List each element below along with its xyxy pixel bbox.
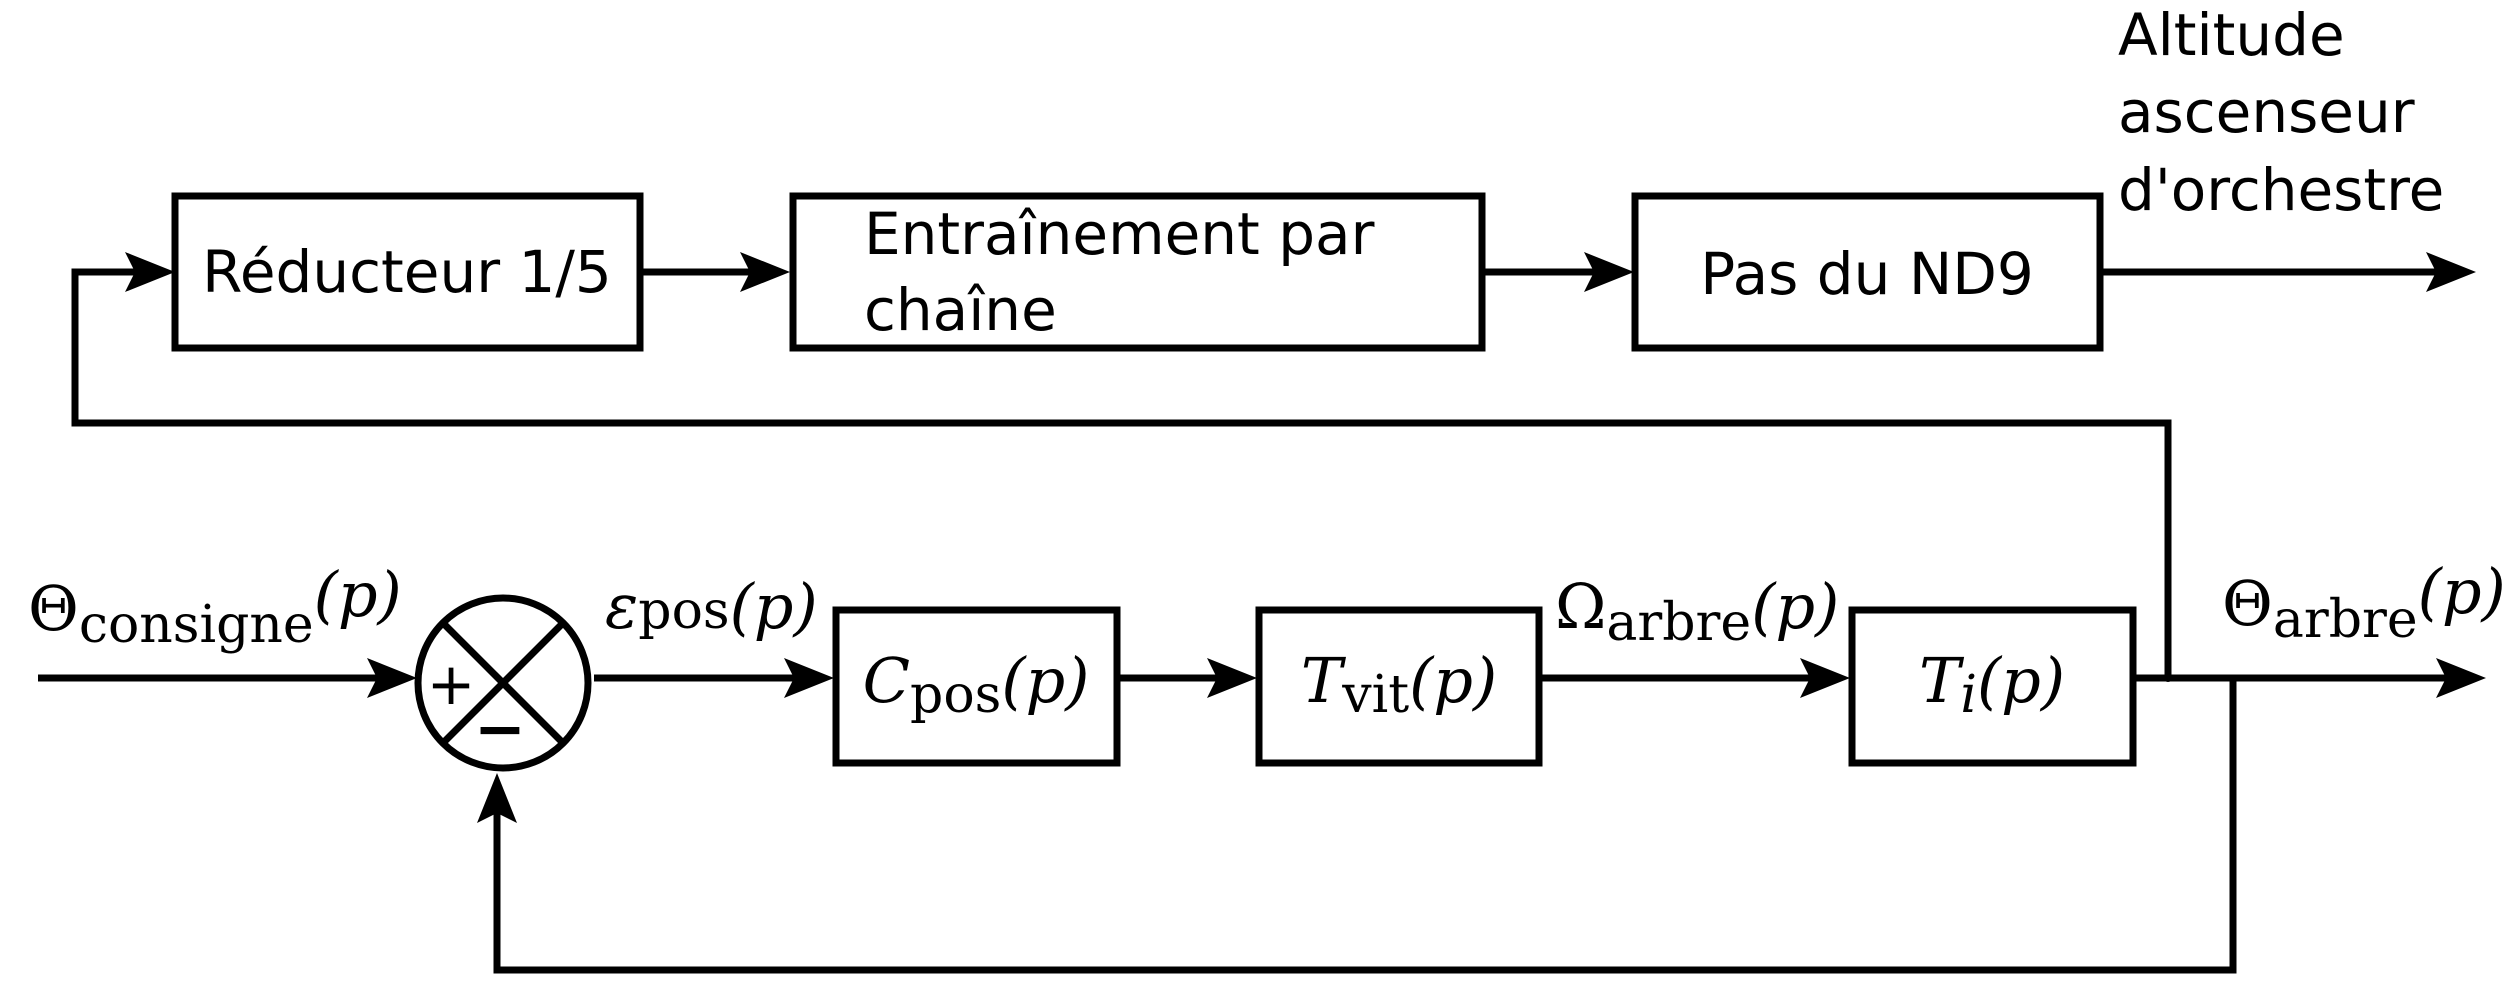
theta-consigne-label: Θconsigne(p) (28, 558, 402, 655)
summer-minus-sign: − (474, 692, 526, 765)
pas-nd9-block (1631, 192, 2104, 352)
arrowhead (2426, 252, 2476, 292)
arrowhead (367, 658, 417, 698)
summing-junction: + − (414, 594, 592, 772)
c-pos-label: Cpos(p) (863, 644, 1090, 725)
altitude-label-line1: Altitude (2118, 1, 2345, 69)
summer-plus-sign: + (427, 650, 476, 718)
t-vit-block (1255, 606, 1543, 767)
arrowhead (477, 773, 517, 823)
shaft-junction-dot (2164, 674, 2172, 682)
t-i-block (1848, 606, 2137, 767)
altitude-label-line3: d'orchestre (2118, 156, 2444, 224)
arrowhead (1207, 658, 1257, 698)
wire-shaft-to-reducteur (71, 268, 2172, 678)
reducteur-label: Réducteur 1/5 (202, 238, 612, 306)
epsilon-pos-label: εpos(p) (605, 570, 818, 643)
arrowhead (2436, 658, 2486, 698)
arrowhead (125, 252, 175, 292)
arrowhead (1800, 658, 1850, 698)
t-i-label: Ti(p) (1919, 644, 2065, 725)
reducteur-block (171, 192, 644, 352)
pas-nd9-label: Pas du ND9 (1700, 240, 2034, 308)
entrainement-block (789, 192, 1486, 352)
theta-arbre-label: Θarbre(p) (2222, 555, 2506, 650)
entrainement-label-line2: chaîne (864, 276, 1057, 344)
arrowhead (784, 658, 834, 698)
omega-arbre-label: Ωarbre(p) (1555, 570, 1839, 653)
c-pos-block (832, 606, 1121, 767)
altitude-label-line2: ascenseur (2118, 78, 2415, 146)
t-vit-label: Tvit(p) (1301, 644, 1497, 725)
arrowhead (740, 252, 790, 292)
wire-unity-feedback (493, 678, 2237, 974)
arrowhead (1584, 252, 1634, 292)
entrainement-label-line1: Entraînement par (864, 200, 1375, 268)
